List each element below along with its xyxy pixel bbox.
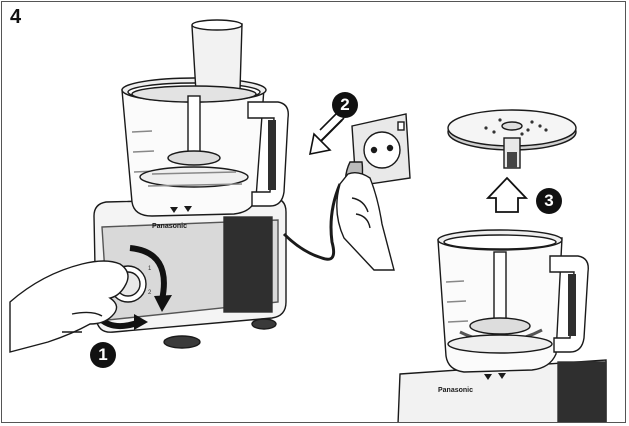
feed-tube <box>191 23 243 93</box>
bowl-handle <box>247 101 289 207</box>
plug-icon <box>336 161 395 271</box>
foot <box>163 335 201 349</box>
up-arrow-icon <box>485 176 529 213</box>
wall-socket-icon <box>351 113 411 187</box>
brand-label-main: Panasonic <box>152 223 187 230</box>
step-badge-2: 2 <box>332 92 358 118</box>
secondary-handle <box>549 255 589 353</box>
step-badge-1: 1 <box>90 342 116 368</box>
foot <box>251 318 277 330</box>
power-cord <box>282 183 342 261</box>
food-processor-secondary <box>397 229 607 422</box>
step-badge-3: 3 <box>536 188 562 214</box>
hand-icon <box>9 260 129 353</box>
svg-text:1: 1 <box>148 266 152 272</box>
diagonal-arrow-icon <box>308 111 345 156</box>
svg-text:2: 2 <box>148 290 152 296</box>
brand-label-secondary: Panasonic <box>438 387 473 394</box>
food-processor-main: 1 2 <box>93 19 289 349</box>
disc-icon <box>447 109 577 169</box>
base-side-panel <box>223 216 273 313</box>
step-number: 4 <box>10 6 22 28</box>
